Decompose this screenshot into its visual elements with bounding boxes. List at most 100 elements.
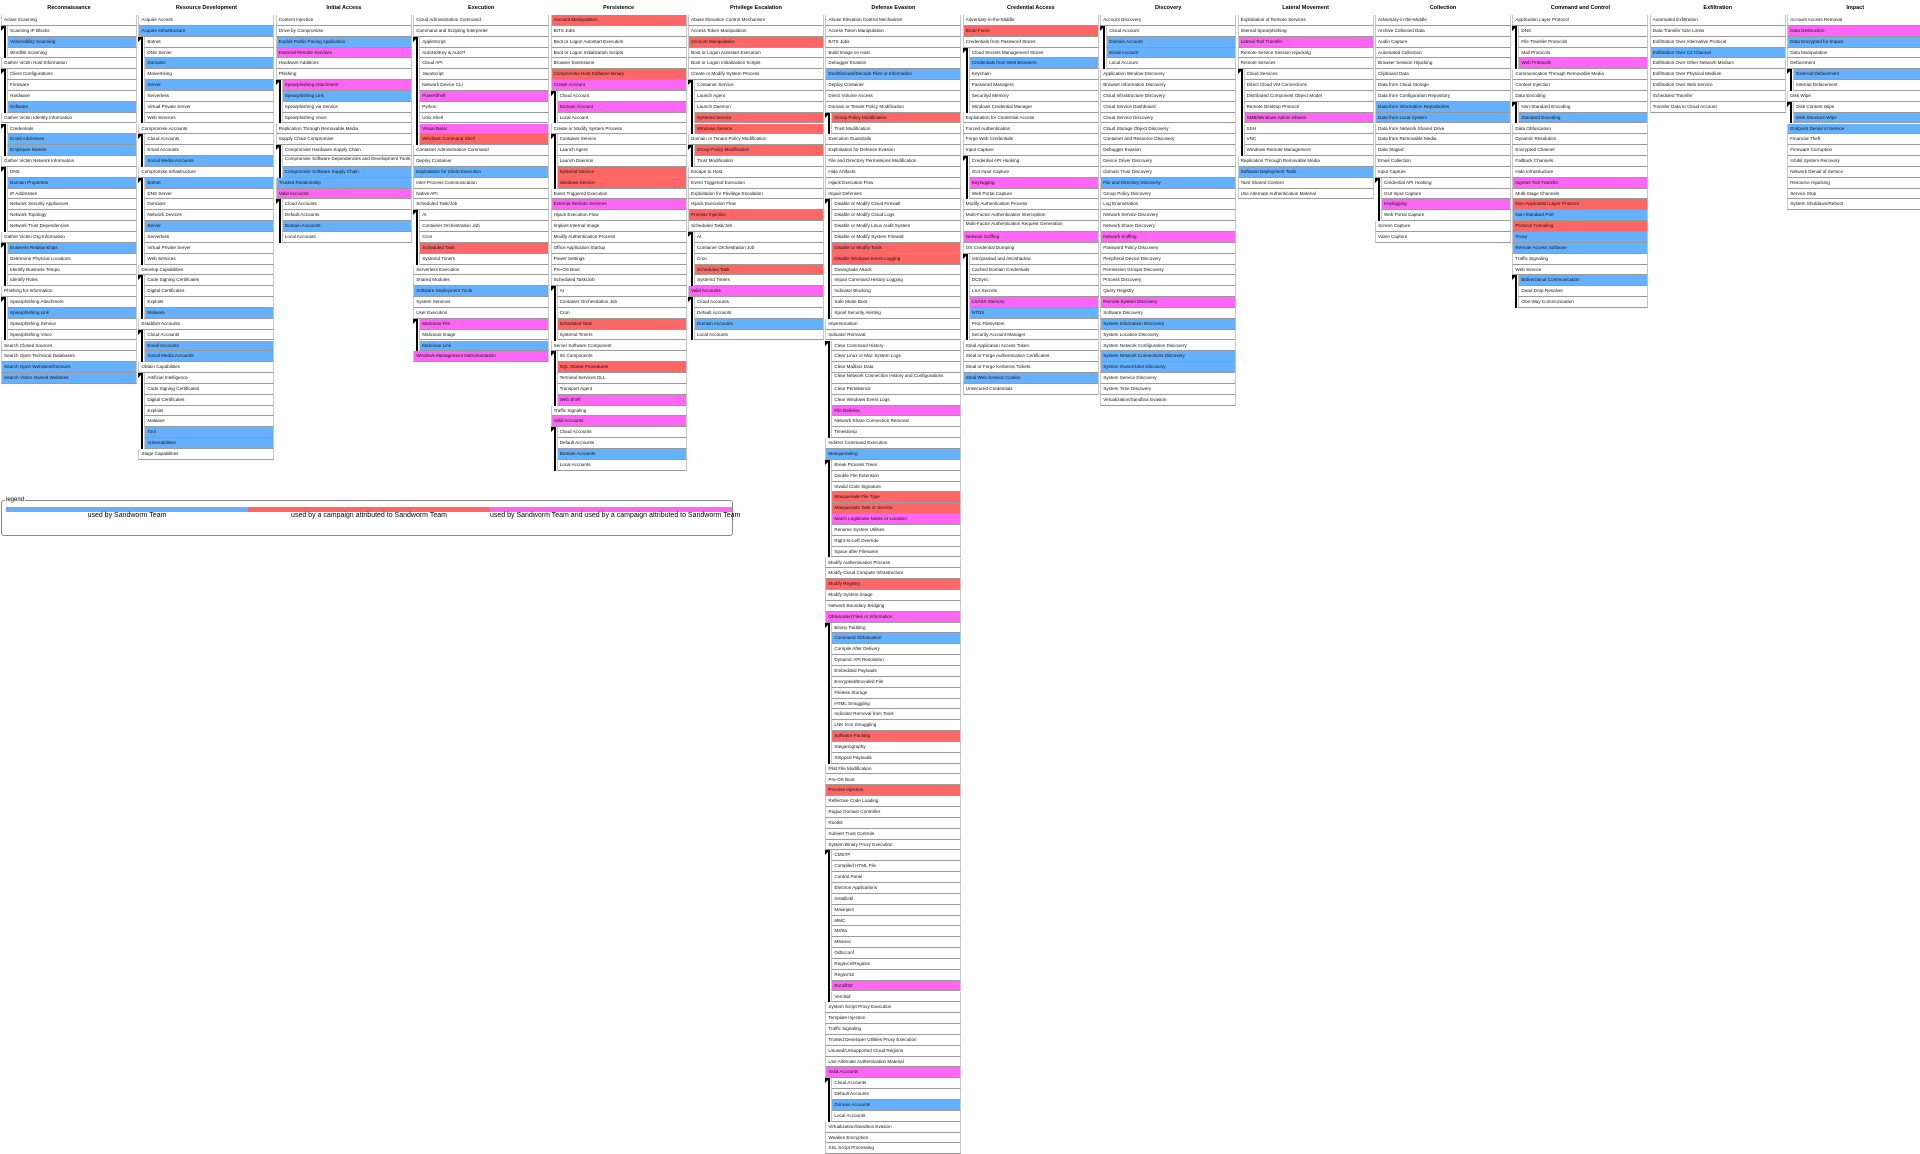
technique-cell[interactable]: BITS Jobs: [550, 25, 687, 37]
technique-cell[interactable]: Taint Shared Content: [1237, 177, 1374, 189]
sub-technique-cell[interactable]: Standard Encoding: [1518, 112, 1649, 124]
technique-cell[interactable]: Unsecured Credentials: [962, 383, 1099, 395]
sub-technique-cell[interactable]: Spearphishing via Service: [281, 101, 412, 113]
expand-triangle-icon[interactable]: [1512, 101, 1518, 107]
technique-cell[interactable]: Acquire Access: [138, 15, 275, 26]
technique-cell[interactable]: Deploy Container: [825, 80, 962, 91]
sub-technique-cell[interactable]: Email Accounts: [144, 340, 275, 352]
technique-cell[interactable]: Non-Standard Port: [1512, 210, 1649, 222]
technique-cell[interactable]: Software Deployment Tools: [1237, 166, 1374, 178]
technique-cell[interactable]: Execution Guardrails: [825, 134, 962, 146]
sub-technique-cell[interactable]: GUI Input Capture: [1381, 188, 1511, 200]
sub-technique-cell[interactable]: Mavinject: [831, 904, 962, 916]
sub-technique-cell[interactable]: Mail Protocols: [1518, 47, 1649, 59]
sub-technique-cell[interactable]: Scheduled Task: [419, 242, 550, 254]
technique-cell[interactable]: Traffic Signaling: [550, 405, 687, 417]
technique-cell[interactable]: System Service Discovery: [1100, 373, 1237, 384]
sub-technique-cell[interactable]: Network Topology: [7, 210, 137, 222]
technique-cell[interactable]: Domain or Tenant Policy Modification: [825, 101, 962, 113]
technique-cell[interactable]: Permission Groups Discovery: [1100, 264, 1237, 276]
sub-technique-cell[interactable]: Spoof Security Alerting: [831, 307, 962, 319]
technique-cell[interactable]: Masquerading: [825, 449, 962, 460]
sub-technique-cell[interactable]: Vulnerabilities: [144, 438, 275, 449]
technique-cell[interactable]: Steal Web Session Cookie: [962, 373, 1099, 384]
sub-technique-cell[interactable]: Spearphishing Service: [7, 318, 137, 330]
technique-cell[interactable]: Gather Victim Identity Information: [1, 112, 137, 124]
sub-technique-cell[interactable]: Binary Padding: [831, 622, 962, 634]
sub-technique-cell[interactable]: Launch Daemon: [556, 156, 687, 167]
technique-cell[interactable]: Account Access Removal: [1787, 15, 1920, 26]
technique-cell[interactable]: Remote System Discovery: [1100, 297, 1237, 308]
technique-cell[interactable]: Event Triggered Execution: [688, 177, 824, 189]
technique-cell[interactable]: Input Capture: [1375, 166, 1511, 178]
technique-cell[interactable]: Browser Session Hijacking: [1375, 58, 1511, 70]
technique-cell[interactable]: Modify System Image: [825, 590, 962, 601]
sub-technique-cell[interactable]: Cron: [694, 253, 824, 265]
sub-technique-cell[interactable]: Compromise Software Supply Chain: [281, 166, 412, 178]
sub-technique-cell[interactable]: Default Accounts: [556, 438, 687, 449]
sub-technique-cell[interactable]: Impair Command History Logging: [831, 275, 962, 287]
sub-technique-cell[interactable]: Server: [144, 221, 275, 232]
sub-technique-cell[interactable]: Compile After Delivery: [831, 644, 962, 656]
sub-technique-cell[interactable]: Network Share Connection Removal: [831, 416, 962, 428]
technique-cell[interactable]: Access Token Manipulation: [688, 25, 824, 37]
technique-cell[interactable]: Exploitation of Remote Services: [1237, 15, 1374, 26]
sub-technique-cell[interactable]: Systemd Timers: [694, 275, 824, 287]
technique-cell[interactable]: Replication Through Removable Media: [1237, 156, 1374, 167]
technique-cell[interactable]: Rogue Domain Controller: [825, 807, 962, 818]
expand-triangle-icon[interactable]: [138, 373, 144, 379]
technique-cell[interactable]: Phishing: [275, 69, 412, 81]
technique-cell[interactable]: Create or Modify System Process: [688, 69, 824, 81]
sub-technique-cell[interactable]: AppleScript: [419, 36, 550, 48]
sub-technique-cell[interactable]: Cron: [419, 232, 550, 243]
sub-technique-cell[interactable]: Compiled HTML File: [831, 861, 962, 873]
technique-cell[interactable]: Search Open Websites/Domains: [1, 362, 137, 374]
technique-cell[interactable]: Steal or Forge Kerberos Tickets: [962, 362, 1099, 374]
technique-cell[interactable]: Cloud Administration Command: [413, 15, 550, 26]
technique-cell[interactable]: Create Account: [550, 80, 687, 91]
technique-cell[interactable]: Gather Victim Network Information: [1, 156, 137, 167]
sub-technique-cell[interactable]: Trust Modification: [831, 123, 962, 135]
sub-technique-cell[interactable]: Control Panel: [831, 872, 962, 883]
sub-technique-cell[interactable]: Spearphishing Attachment: [7, 297, 137, 308]
sub-technique-cell[interactable]: Right-to-Left Override: [831, 535, 962, 547]
technique-cell[interactable]: Content Injection: [275, 15, 412, 26]
technique-cell[interactable]: Dynamic Resolution: [1512, 134, 1649, 146]
technique-cell[interactable]: Escape to Host: [688, 166, 824, 178]
technique-cell[interactable]: Network Boundary Bridging: [825, 600, 962, 612]
sub-technique-cell[interactable]: Tool: [144, 427, 275, 439]
technique-cell[interactable]: Use Alternate Authentication Material: [1237, 188, 1374, 200]
sub-technique-cell[interactable]: /etc/passwd and /etc/shadow: [968, 253, 1099, 265]
sub-technique-cell[interactable]: Web Shell: [556, 394, 687, 406]
sub-technique-cell[interactable]: Masquerade File Type: [831, 492, 962, 504]
sub-technique-cell[interactable]: Security Account Manager: [968, 329, 1099, 341]
sub-technique-cell[interactable]: Internal Defacement: [1793, 80, 1920, 91]
technique-cell[interactable]: Exfiltration Over Physical Medium: [1649, 69, 1786, 81]
technique-cell[interactable]: Network Share Discovery: [1100, 221, 1237, 232]
sub-technique-cell[interactable]: Remote Desktop Protocol: [1243, 101, 1374, 113]
expand-triangle-icon[interactable]: [688, 145, 693, 151]
sub-technique-cell[interactable]: Local Accounts: [281, 232, 412, 243]
technique-cell[interactable]: Group Policy Discovery: [1100, 188, 1237, 200]
technique-cell[interactable]: Valid Accounts: [688, 286, 824, 298]
expand-triangle-icon[interactable]: [138, 36, 144, 42]
technique-cell[interactable]: Steal or Forge Authentication Certificat…: [962, 351, 1099, 363]
sub-technique-cell[interactable]: Keylogging: [1381, 199, 1511, 211]
sub-technique-cell[interactable]: Launch Agent: [556, 145, 687, 157]
technique-cell[interactable]: Network Denial of Service: [1787, 166, 1920, 178]
expand-triangle-icon[interactable]: [550, 134, 556, 140]
sub-technique-cell[interactable]: VNC: [1243, 134, 1374, 146]
sub-technique-cell[interactable]: Network Security Appliances: [7, 199, 137, 211]
sub-technique-cell[interactable]: Local Accounts: [831, 1110, 962, 1122]
sub-technique-cell[interactable]: Clear Linux or Mac System Logs: [831, 351, 962, 363]
technique-cell[interactable]: Serverless Execution: [413, 264, 550, 276]
sub-technique-cell[interactable]: Identify Business Tempo: [7, 264, 137, 276]
expand-triangle-icon[interactable]: [413, 210, 419, 216]
sub-technique-cell[interactable]: Fileless Storage: [831, 687, 962, 699]
technique-cell[interactable]: Automated Collection: [1375, 47, 1511, 59]
technique-cell[interactable]: Data from Network Shared Drive: [1375, 123, 1511, 135]
sub-technique-cell[interactable]: Cloud Accounts: [144, 329, 275, 341]
technique-cell[interactable]: Encrypted Channel: [1512, 145, 1649, 157]
technique-cell[interactable]: Hide Infrastructure: [1512, 166, 1649, 178]
technique-cell[interactable]: Windows Management Instrumentation: [413, 351, 550, 363]
